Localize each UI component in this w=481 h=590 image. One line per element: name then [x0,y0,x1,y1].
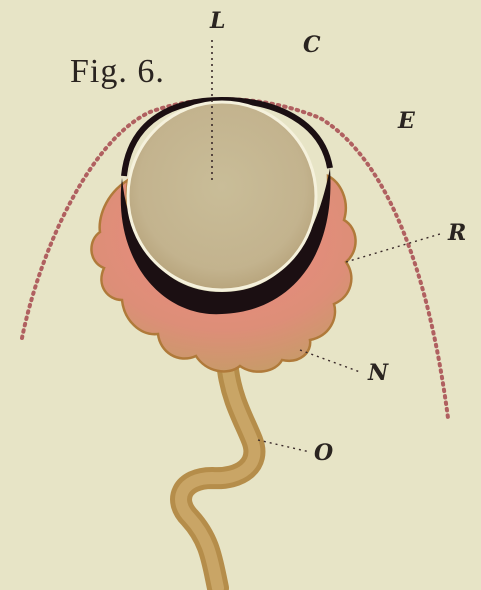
leader-O [258,440,310,452]
label-C: C [303,34,321,56]
label-E: E [398,110,415,132]
leader-R [346,234,440,262]
lens [128,102,316,290]
figure-title: Fig. 6. [70,55,165,89]
label-O: O [314,442,333,464]
label-R: R [448,222,466,244]
label-N: N [368,362,388,384]
leader-N [300,350,360,372]
label-L: L [210,10,225,32]
